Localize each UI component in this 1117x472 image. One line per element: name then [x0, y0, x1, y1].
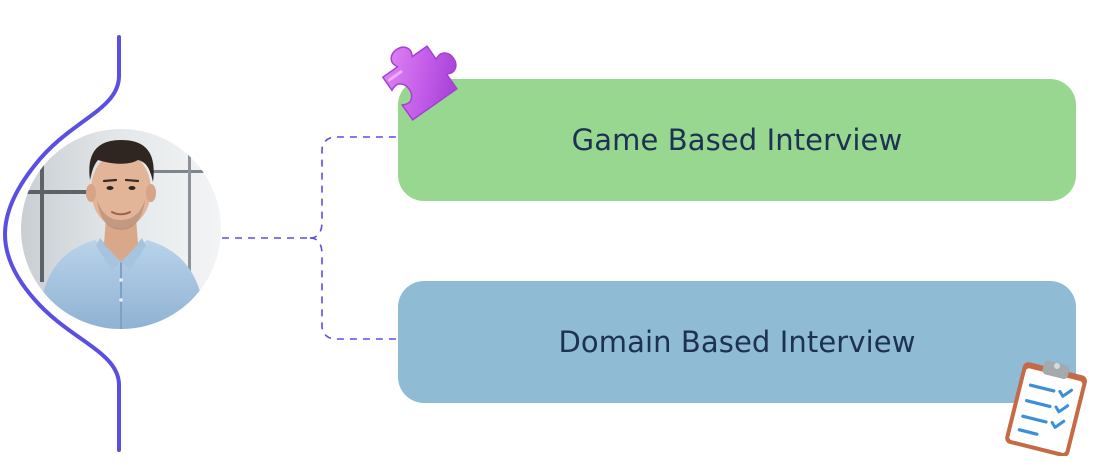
game-based-interview-box: Game Based Interview: [398, 79, 1076, 201]
puzzle-piece-icon: [372, 32, 468, 124]
connector-to-game: [309, 136, 398, 239]
domain-based-interview-box: Domain Based Interview: [398, 281, 1076, 403]
connector-to-domain: [309, 237, 398, 340]
connector-lines: [222, 136, 398, 340]
domain-based-interview-label: Domain Based Interview: [558, 325, 916, 359]
clipboard-checklist-icon: [1004, 356, 1092, 458]
accent-curve-line: [3, 35, 121, 452]
game-based-interview-label: Game Based Interview: [571, 123, 903, 157]
person-avatar: [21, 129, 221, 329]
